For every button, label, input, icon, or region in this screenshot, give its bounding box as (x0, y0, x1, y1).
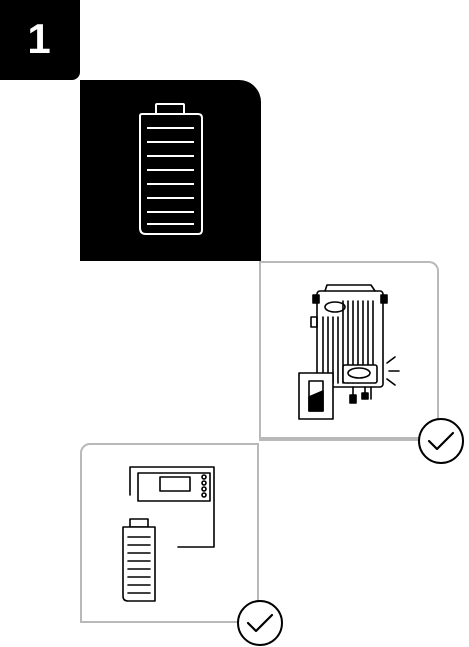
check-circle-icon (418, 418, 464, 464)
step-number-badge: 1 (0, 0, 80, 80)
remote-panel-with-battery-icon (122, 466, 215, 602)
charger-panel-divider-bottom (259, 439, 441, 441)
check-circle-icon (237, 600, 283, 646)
step-number: 1 (27, 15, 51, 62)
battery-full-icon (139, 103, 203, 235)
battery-panel (80, 80, 261, 261)
charger-panel-divider (259, 261, 261, 441)
charger-with-switch-icon (298, 284, 400, 420)
